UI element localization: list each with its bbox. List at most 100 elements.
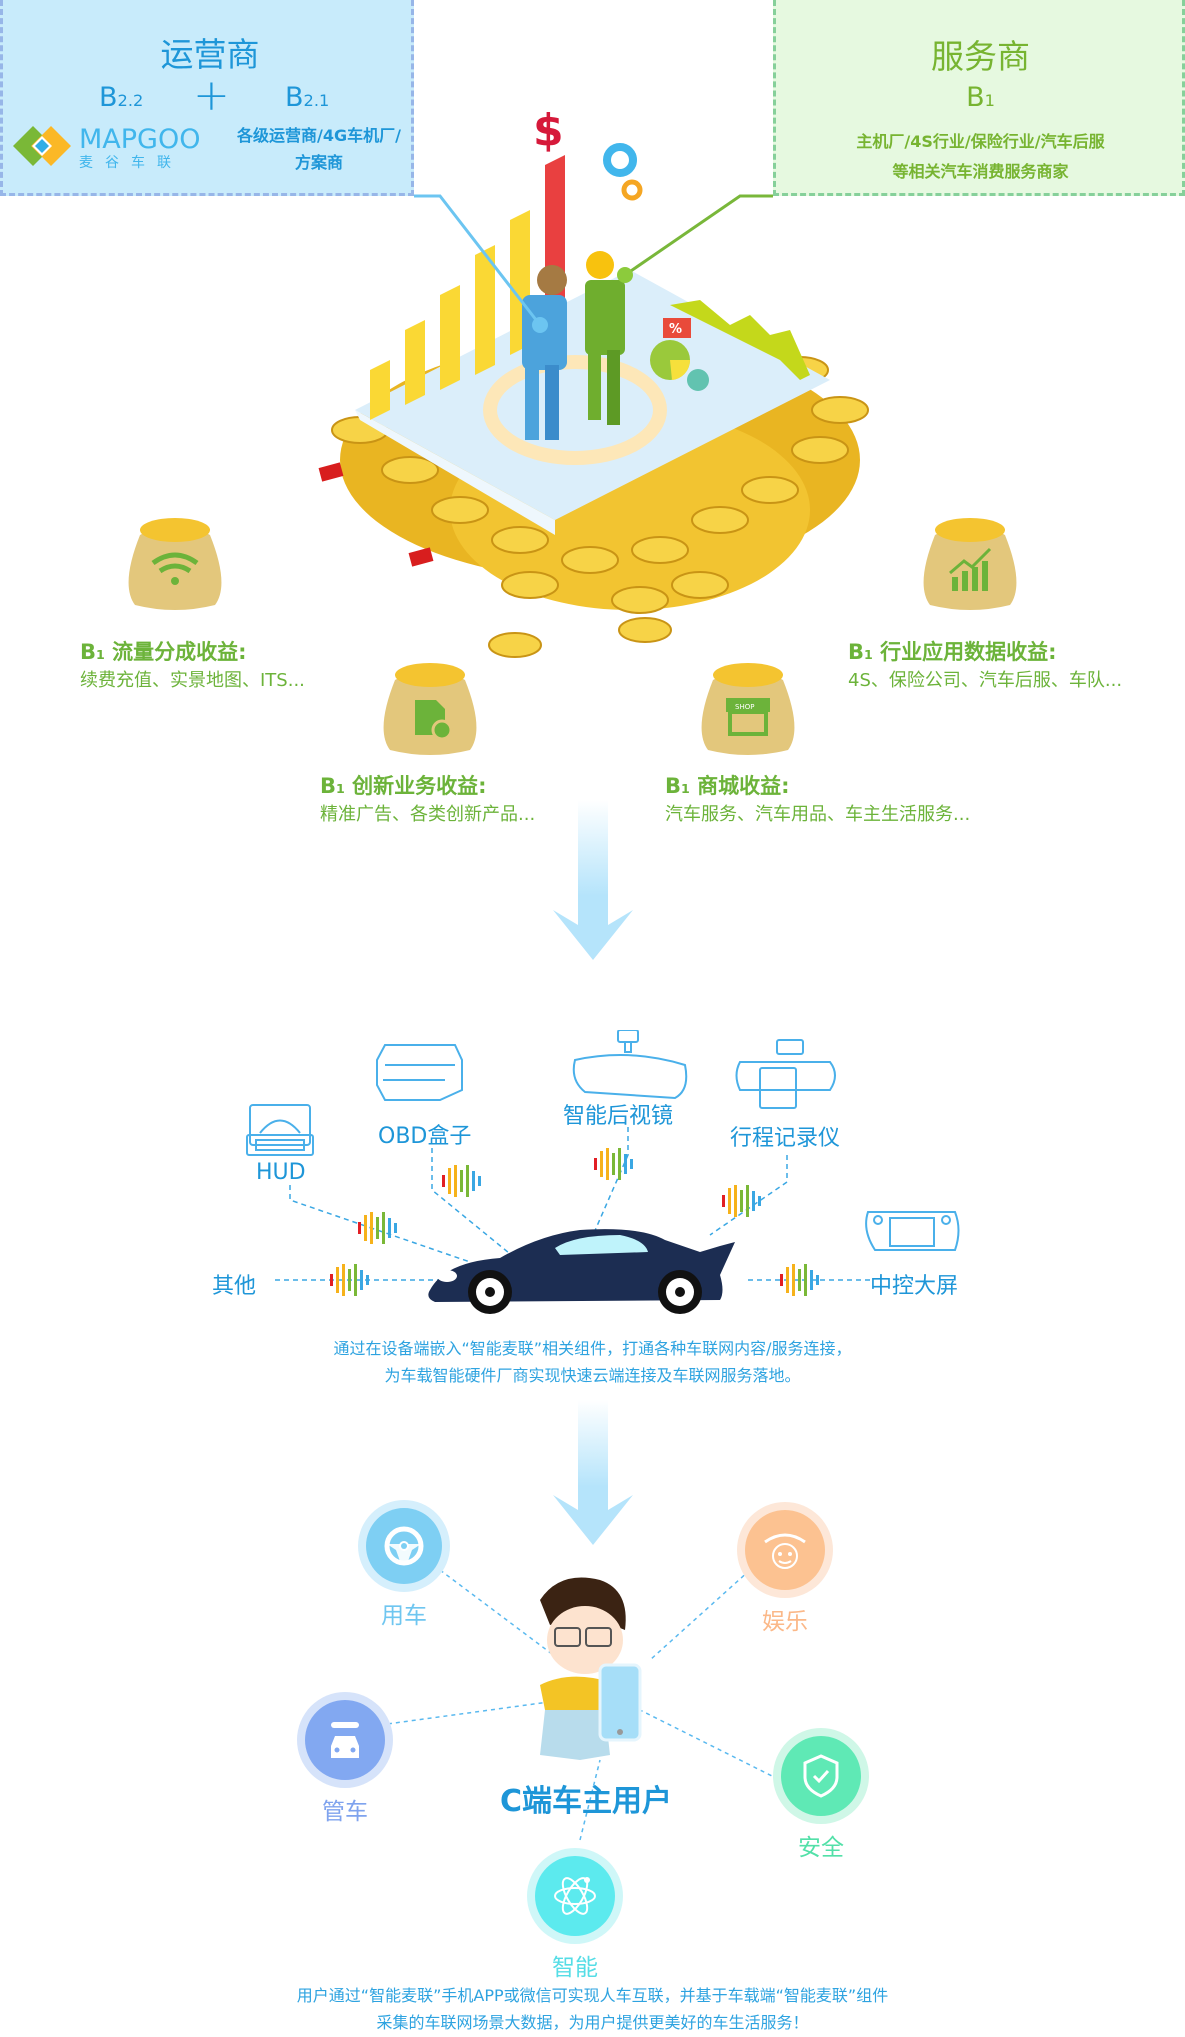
feature-ring bbox=[527, 1848, 623, 1944]
trend-graphic bbox=[670, 300, 810, 380]
rev-sub: 1 bbox=[336, 781, 345, 796]
device-trip-recorder: 行程记录仪 bbox=[730, 1126, 841, 1151]
feature-circle bbox=[305, 1700, 385, 1780]
b22-subscript: 2.2 bbox=[117, 91, 144, 110]
dash-cam-icon bbox=[735, 1039, 836, 1109]
c-end-user-label: C端车主用户 bbox=[500, 1784, 673, 1819]
operator-b22: B2.2 bbox=[99, 82, 143, 113]
rev-b: B bbox=[848, 640, 865, 664]
gear-icon bbox=[603, 143, 637, 177]
provider-desc-line1: 主机厂/4S行业/保险行业/汽车后服 bbox=[856, 132, 1105, 151]
revenue-innovation-title: B1 创新业务收益: bbox=[320, 770, 535, 800]
bar-chart-graphic bbox=[370, 155, 565, 420]
rev-title-text: 创新业务收益: bbox=[352, 774, 487, 798]
device-obd: OBD盒子 bbox=[378, 1124, 472, 1149]
device-hud: HUD bbox=[256, 1160, 306, 1185]
feature-ring bbox=[297, 1692, 393, 1788]
rev-title-text: 行业应用数据收益: bbox=[880, 640, 1057, 664]
b22-letter: B bbox=[99, 82, 118, 113]
mapgoo-logo-icon bbox=[13, 126, 71, 166]
mapgoo-logo: MAPGOO 麦谷车联 bbox=[13, 124, 203, 171]
revenue-industry: B1 行业应用数据收益: 4S、保险公司、汽车后服、车队... bbox=[848, 636, 1122, 692]
rev-b: B bbox=[80, 640, 97, 664]
feature-entertainment: 娱乐 bbox=[737, 1502, 833, 1635]
revenue-traffic-title: B1 流量分成收益: bbox=[80, 636, 305, 666]
b1-letter: B bbox=[966, 82, 985, 113]
user-caption: 用户通过“智能麦联”手机APP或微信可实现人车互联，并基于车载端“智能麦联”组件… bbox=[0, 1982, 1185, 2036]
provider-title: 服务商 bbox=[931, 37, 1030, 76]
device-caption: 通过在设备端嵌入“智能麦联”相关组件，打通各种车联网内容/服务连接， 为车载智能… bbox=[0, 1335, 1185, 1389]
document-chart-icon bbox=[415, 700, 453, 741]
business-illustration: $ % bbox=[318, 105, 869, 658]
feature-ring bbox=[358, 1500, 450, 1592]
feature-manage-car: 管车 bbox=[297, 1692, 393, 1825]
feature-label: 娱乐 bbox=[762, 1609, 808, 1635]
revenue-innovation: B1 创新业务收益: 精准广告、各类创新产品... bbox=[320, 770, 535, 826]
logo-name: MAPGOO bbox=[79, 124, 201, 155]
revenue-innovation-desc: 精准广告、各类创新产品... bbox=[320, 804, 536, 825]
rev-sub: 1 bbox=[96, 647, 105, 662]
device-network bbox=[246, 1030, 960, 1314]
wifi-icon bbox=[151, 552, 199, 574]
signal-waves bbox=[330, 1148, 819, 1296]
center-console-screen-icon bbox=[865, 1211, 960, 1251]
down-arrow-1 bbox=[553, 800, 633, 960]
user-caption-line1: 用户通过“智能麦联”手机APP或微信可实现人车互联，并基于车载端“智能麦联”组件 bbox=[296, 1986, 889, 2005]
rev-b: B bbox=[320, 774, 337, 798]
shop-icon: SHOP bbox=[726, 698, 770, 736]
down-arrow-2 bbox=[553, 1400, 633, 1545]
rev-b: B bbox=[665, 774, 682, 798]
b1-subscript: 1 bbox=[984, 91, 995, 110]
handshake-people bbox=[522, 251, 625, 440]
device-caption-line2: 为车载智能硬件厂商实现快速云端连接及车联网服务落地。 bbox=[384, 1366, 801, 1385]
feature-label: 管车 bbox=[322, 1799, 368, 1825]
provider-b1: B1 bbox=[776, 82, 1185, 113]
provider-desc-line2: 等相关汽车消费服务商家 bbox=[892, 162, 1069, 181]
platform-ring bbox=[483, 355, 667, 465]
rev-sub: 1 bbox=[681, 781, 690, 796]
percent-tag bbox=[663, 318, 691, 338]
money-bag-innovation bbox=[383, 663, 477, 755]
revenue-industry-title: B1 行业应用数据收益: bbox=[848, 636, 1122, 666]
gear-small-icon bbox=[621, 179, 643, 201]
feature-ring bbox=[737, 1502, 833, 1598]
feature-circle bbox=[781, 1736, 861, 1816]
money-bag-shop: SHOP bbox=[701, 663, 795, 755]
b21-subscript: 2.1 bbox=[303, 91, 330, 110]
device-center-screen: 中控大屏 bbox=[870, 1274, 959, 1299]
rev-sub: 1 bbox=[864, 647, 873, 662]
feature-use-car: 用车 bbox=[358, 1500, 450, 1629]
atom-icon bbox=[554, 1877, 596, 1915]
user-caption-line2: 采集的车联网场景大数据，为用户提供更美好的车生活服务！ bbox=[376, 2013, 809, 2032]
feature-circle bbox=[535, 1856, 615, 1936]
feature-ring bbox=[773, 1728, 869, 1824]
hud-icon bbox=[246, 1104, 314, 1156]
revenue-shop-title: B1 商城收益: bbox=[665, 770, 970, 800]
shop-icon-text: SHOP bbox=[735, 703, 754, 711]
operator-desc-line2: 方案商 bbox=[294, 153, 343, 172]
phone-icon bbox=[598, 1663, 642, 1742]
rev-title-text: 流量分成收益: bbox=[112, 640, 247, 664]
shield-check-icon bbox=[803, 1754, 839, 1798]
feature-safety: 安全 bbox=[773, 1728, 869, 1861]
connector-lines bbox=[414, 194, 773, 333]
rearview-mirror-icon bbox=[572, 1030, 688, 1100]
rev-title-text: 商城收益: bbox=[697, 774, 790, 798]
revenue-industry-desc: 4S、保险公司、汽车后服、车队... bbox=[848, 670, 1123, 691]
plus-sign: + bbox=[193, 70, 230, 121]
revenue-shop: B1 商城收益: 汽车服务、汽车用品、车主生活服务... bbox=[665, 770, 970, 826]
operator-title: 运营商 bbox=[160, 35, 260, 74]
revenue-traffic-desc: 续费充值、实景地图、ITS... bbox=[80, 670, 305, 691]
device-other: 其他 bbox=[212, 1274, 257, 1299]
feature-circle bbox=[366, 1508, 442, 1584]
operator-description: 各级运营商/4G车机厂/ 方案商 bbox=[221, 122, 417, 176]
obd-box-icon bbox=[376, 1044, 463, 1101]
revenue-traffic: B1 流量分成收益: 续费充值、实景地图、ITS... bbox=[80, 636, 305, 692]
b21-letter: B bbox=[285, 82, 304, 113]
money-bag-industry bbox=[923, 518, 1017, 610]
car-owner-character bbox=[540, 1577, 642, 1760]
feature-smart: 智能 bbox=[527, 1848, 623, 1981]
operator-desc-line1: 各级运营商/4G车机厂/ bbox=[237, 126, 401, 145]
logo-cn: 麦谷车联 bbox=[79, 155, 183, 171]
feature-label: 用车 bbox=[381, 1603, 427, 1629]
